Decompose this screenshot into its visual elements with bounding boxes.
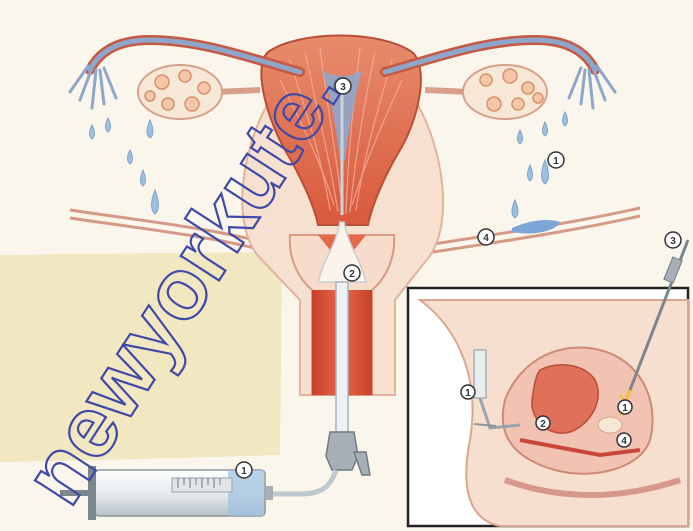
marker-1-inset-syringe: 1 — [461, 385, 475, 399]
svg-text:1: 1 — [622, 403, 628, 414]
marker-4-tube: 4 — [478, 229, 494, 245]
svg-text:2: 2 — [349, 269, 355, 280]
marker-2-cervix: 2 — [344, 265, 360, 281]
svg-text:3: 3 — [670, 236, 676, 247]
svg-text:1: 1 — [241, 466, 247, 477]
marker-1-droplets: 1 — [548, 152, 564, 168]
svg-text:2: 2 — [540, 419, 546, 430]
svg-text:1: 1 — [465, 388, 471, 399]
marker-4-inset-pouch: 4 — [617, 433, 631, 447]
svg-text:4: 4 — [621, 436, 627, 447]
marker-1-syringe: 1 — [236, 462, 252, 478]
svg-text:3: 3 — [340, 82, 346, 93]
svg-text:1: 1 — [553, 156, 559, 167]
marker-1-inset-ovary: 1 — [618, 400, 632, 414]
inset-panel — [408, 288, 688, 526]
svg-text:4: 4 — [483, 233, 489, 244]
marker-2-inset-cervix: 2 — [536, 416, 550, 430]
marker-3-needle: 3 — [665, 232, 681, 248]
marker-3-uterus: 3 — [335, 78, 351, 94]
